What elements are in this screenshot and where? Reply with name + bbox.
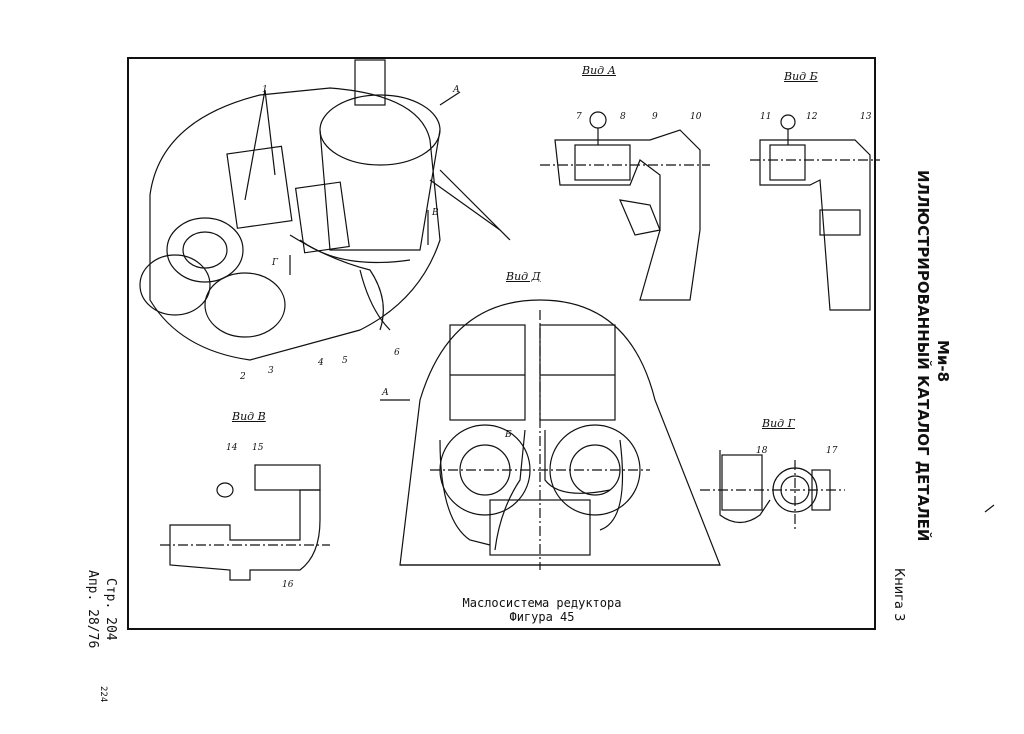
view-b-label: Вид Б [784,70,818,83]
callout-18: 18 [756,446,768,456]
view-g-drawing [700,450,845,530]
callout-15: 15 [252,443,264,453]
arrow-a-top: А [453,85,460,95]
view-a-drawing [540,111,710,301]
arrow-g: Г [272,258,278,268]
caption-title: Маслосистема редуктора [462,596,622,610]
gearbox-isometric [139,59,511,361]
callout-9: 9 [652,112,658,122]
callout-16: 16 [282,580,294,590]
callout-14: 14 [226,443,238,453]
callout-7: 7 [576,112,582,122]
callout-11: 11 [760,112,772,122]
callout-17: 17 [826,446,838,456]
model-label: Ми-8 [934,340,952,383]
arrow-b: Б [505,430,512,440]
callout-13: 13 [860,112,872,122]
page-number: Стр. 204 [103,578,118,641]
callout-2: 2 [240,372,246,382]
callout-10: 10 [690,112,702,122]
caption-figure: Фигура 45 [509,610,575,624]
callout-12: 12 [806,112,818,122]
callout-4: 4 [318,358,324,368]
arrow-v: В [432,208,439,218]
book-label: Книга 3 [891,568,906,622]
view-v-drawing [160,464,330,581]
callout-6: 6 [394,348,400,358]
view-a-label: Вид А [582,64,616,77]
sheet-number: 224 [98,686,108,703]
revision-date: Апр. 28/76 [85,570,100,649]
view-g-label: Вид Г [762,417,795,430]
view-d-drawing [380,299,721,570]
drawing-frame [127,57,876,630]
view-d-label: Вид Д [506,270,541,283]
callout-1: 1 [262,85,268,95]
callout-5: 5 [342,356,348,366]
stray-mark [984,504,995,513]
view-b-drawing [750,114,880,311]
figure-caption: Маслосистема редуктора Фигура 45 [462,596,622,624]
callout-8: 8 [620,112,626,122]
catalog-title: ИЛЛЮСТРИРОВАННЫЙ КАТАЛОГ ДЕТАЛЕЙ [914,170,932,542]
arrow-a-left: А [382,388,389,398]
view-v-label: Вид В [232,410,266,423]
callout-3: 3 [268,366,274,376]
